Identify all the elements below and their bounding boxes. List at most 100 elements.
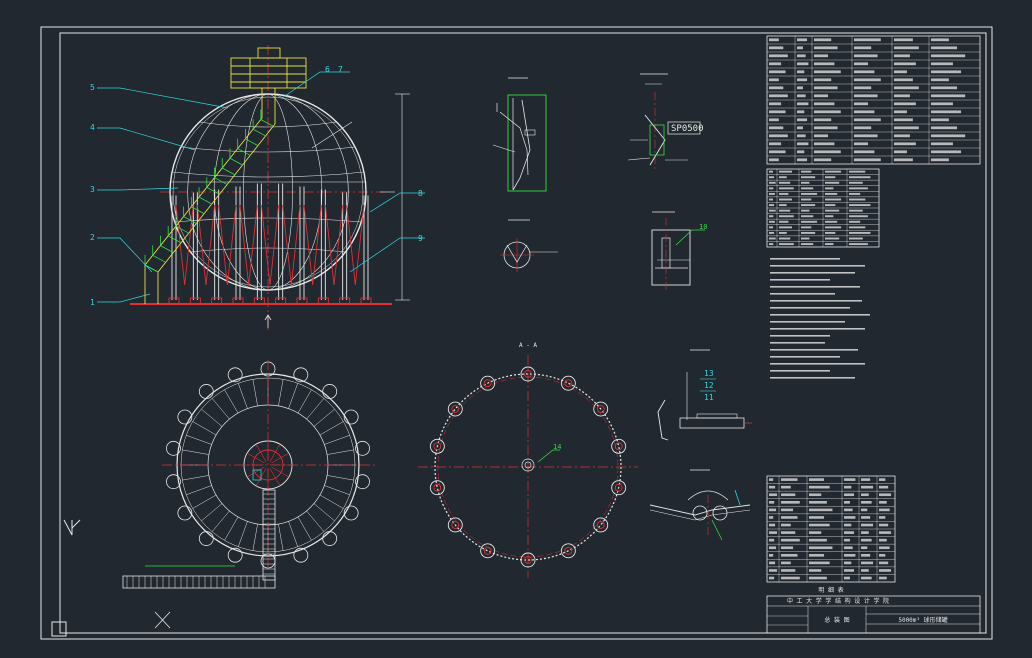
table-cell-text [894, 150, 907, 154]
table-cell-text [849, 176, 871, 179]
leader-4: 4 [90, 123, 95, 132]
table-cell-text [769, 493, 778, 497]
hub-spoke [271, 466, 289, 478]
shell-segment-line [319, 494, 344, 509]
table-cell-text [801, 204, 816, 207]
table-cell-text [809, 569, 822, 572]
table-cell-text [797, 70, 805, 74]
hub-spoke [269, 444, 281, 462]
table-cell-text [801, 192, 818, 195]
table-cell-text [781, 576, 800, 580]
table-cell-text [849, 198, 866, 201]
table-cell-text [801, 198, 812, 201]
support-scallop [343, 505, 359, 521]
table-cell-text [861, 478, 871, 481]
support-scallop [177, 505, 193, 521]
table-cell-text [861, 500, 872, 504]
shell-segment-line [252, 379, 258, 406]
table-cell-text [801, 243, 814, 246]
stair-rung [198, 196, 213, 205]
leader-5: 5 [90, 83, 95, 92]
shell-parallel [199, 121, 337, 128]
table-cell-text [769, 204, 775, 207]
support-leg-core [451, 405, 460, 413]
shell-segment-line [201, 408, 223, 427]
technical-note-line [770, 370, 830, 372]
table-cell-text [931, 38, 949, 42]
table-cell-text [801, 237, 810, 240]
table-cell-text [781, 546, 794, 550]
technical-note-line [770, 272, 855, 274]
table-cell-text [825, 215, 834, 218]
table-cell-text [854, 94, 878, 98]
table-cell-text [879, 546, 890, 550]
stair-rung [167, 235, 182, 244]
table-cell-text [781, 493, 796, 497]
support-leg-core [483, 546, 492, 555]
table-cell-text [879, 553, 886, 557]
table-cell-text [814, 126, 838, 130]
shell-segment-line [224, 516, 239, 541]
table-cell-text [801, 226, 812, 229]
table-cell-text [769, 226, 773, 229]
table-cell-text [854, 46, 872, 50]
table-cell-text [931, 158, 949, 162]
table-cell-text [779, 226, 792, 229]
table-cell-text [769, 70, 786, 74]
stair-rung [222, 167, 236, 176]
table-cell-text [809, 485, 830, 489]
support-leg-plan [611, 438, 627, 454]
table-cell-text [769, 561, 776, 565]
table-cell-text [849, 181, 863, 184]
table-cell-text [861, 546, 868, 550]
table-cell-text [849, 209, 863, 212]
hub-spoke [247, 452, 265, 464]
hub-spoke [255, 444, 267, 462]
shell-segment-line [324, 485, 350, 495]
support-leg-core [524, 370, 532, 378]
table-cell-text [814, 150, 841, 154]
support-scallop [322, 384, 338, 399]
table-cell-text [861, 485, 874, 489]
table-cell-text [825, 176, 836, 179]
stair-rung [252, 128, 267, 137]
table-cell-text [894, 70, 907, 74]
table-cell-text [769, 94, 788, 98]
elevation-leaders [97, 71, 425, 303]
table-cell-text [781, 553, 798, 557]
table-cell-text [879, 493, 892, 497]
technical-note-line [770, 279, 830, 281]
table-cell-text [849, 226, 866, 229]
support-leg-plan [480, 375, 496, 391]
table-cell-text [797, 150, 805, 154]
detail-nozzle-section [492, 77, 547, 192]
shell-segment-line [278, 524, 284, 551]
table-cell-text [809, 538, 827, 542]
center-nozzle [521, 458, 535, 472]
table-cell-text [894, 158, 913, 162]
table-cell-text [814, 78, 832, 82]
table-cell-text [769, 118, 779, 122]
table-cell-text [894, 62, 916, 66]
support-scallop [198, 384, 214, 399]
table-cell-text [797, 46, 803, 50]
technical-note-line [770, 300, 862, 302]
table-cell-text [779, 187, 794, 190]
table-cell-text [931, 150, 962, 154]
support-leg-core [564, 379, 573, 388]
table-cell-text [894, 94, 910, 98]
support-leg-plan [447, 517, 463, 533]
table-cell-text [769, 176, 775, 179]
table-cell-text [894, 86, 919, 90]
cross-brace [218, 204, 237, 286]
support-leg-core [483, 379, 492, 388]
table-cell-text [769, 531, 778, 534]
table-cell-text [769, 198, 773, 201]
support-leg-plan [560, 543, 576, 559]
table-cell-text [849, 220, 861, 223]
support-scallop [166, 474, 181, 490]
table-cell-text [779, 176, 787, 179]
callout-14: 14 [553, 443, 561, 451]
table-cell-text [844, 493, 855, 497]
